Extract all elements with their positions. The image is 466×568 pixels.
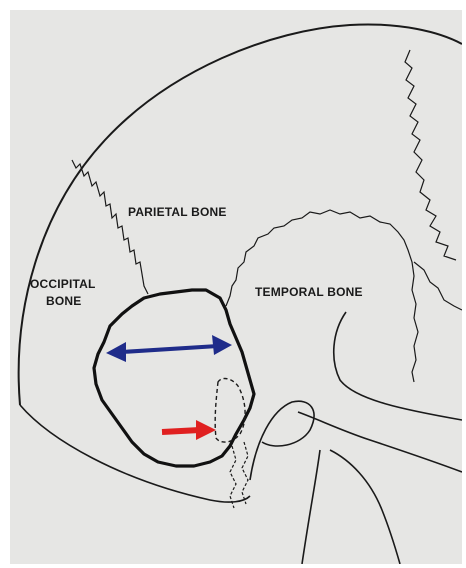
occipital-label-line1: OCCIPITAL [30, 277, 96, 291]
temporal-inner-curve [334, 312, 462, 420]
occipital-label-line2: BONE [46, 294, 81, 308]
diagram-panel: PARIETAL BONE OCCIPITAL BONE TEMPORAL BO… [10, 10, 462, 564]
mandible-contour [302, 450, 400, 564]
double-arrow [106, 335, 232, 362]
coronal-suture [405, 50, 456, 260]
pointer-arrow [162, 420, 216, 440]
bone-defect-outline [94, 290, 254, 466]
temporal-bone-label: TEMPORAL BONE [255, 285, 363, 299]
parietal-bone-label: PARIETAL BONE [128, 205, 227, 219]
lambdoid-suture [72, 160, 148, 294]
dashed-suture-2 [242, 442, 248, 504]
dashed-fragment [215, 379, 245, 443]
dashed-suture [230, 446, 236, 508]
parietal-margin [414, 262, 462, 310]
